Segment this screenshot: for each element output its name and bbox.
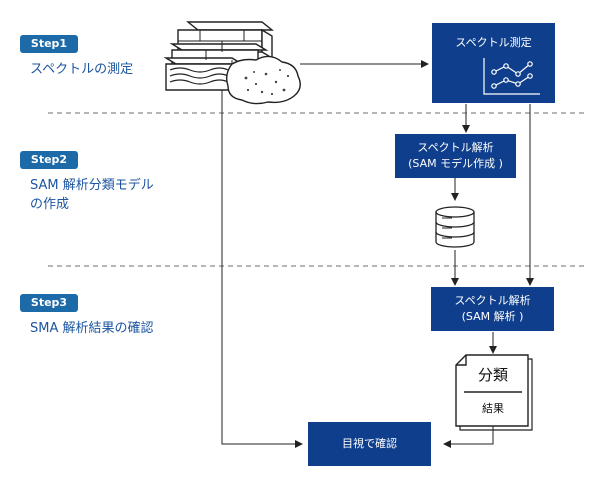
step1-label: スペクトルの測定 bbox=[30, 62, 134, 77]
spectrum-analysis-model-box: スペクトル解析 (SAM モデル作成 ) bbox=[395, 134, 516, 178]
step2-label: SAM 解析分類モデル の作成 bbox=[30, 178, 154, 212]
step3-label: SMA 解析結果の確認 bbox=[30, 321, 154, 336]
material-illustration bbox=[163, 21, 301, 105]
spectrum-analysis-box: スペクトル解析 (SAM 解析 ) bbox=[431, 287, 554, 331]
document-icon bbox=[455, 354, 533, 431]
spectrum-analysis-label: スペクトル解析 (SAM 解析 ) bbox=[454, 294, 531, 323]
database-icon bbox=[435, 206, 475, 248]
document-subtitle: 結果 bbox=[482, 402, 504, 415]
step2-badge: Step2 bbox=[20, 151, 78, 169]
document-title: 分類 bbox=[477, 366, 508, 384]
visual-check-box: 目視で確認 bbox=[308, 422, 431, 466]
step1-badge: Step1 bbox=[20, 35, 78, 53]
spectrum-measurement-label: スペクトル測定 bbox=[455, 36, 532, 49]
arrow-doc-to-visual bbox=[443, 426, 494, 448]
visual-check-label: 目視で確認 bbox=[342, 437, 397, 450]
step3-badge: Step3 bbox=[20, 294, 78, 312]
spectrum-analysis-model-label: スペクトル解析 (SAM モデル作成 ) bbox=[408, 141, 503, 170]
spectrum-measurement-box: スペクトル測定 bbox=[432, 23, 555, 103]
arrow-material-to-visual bbox=[221, 90, 303, 448]
